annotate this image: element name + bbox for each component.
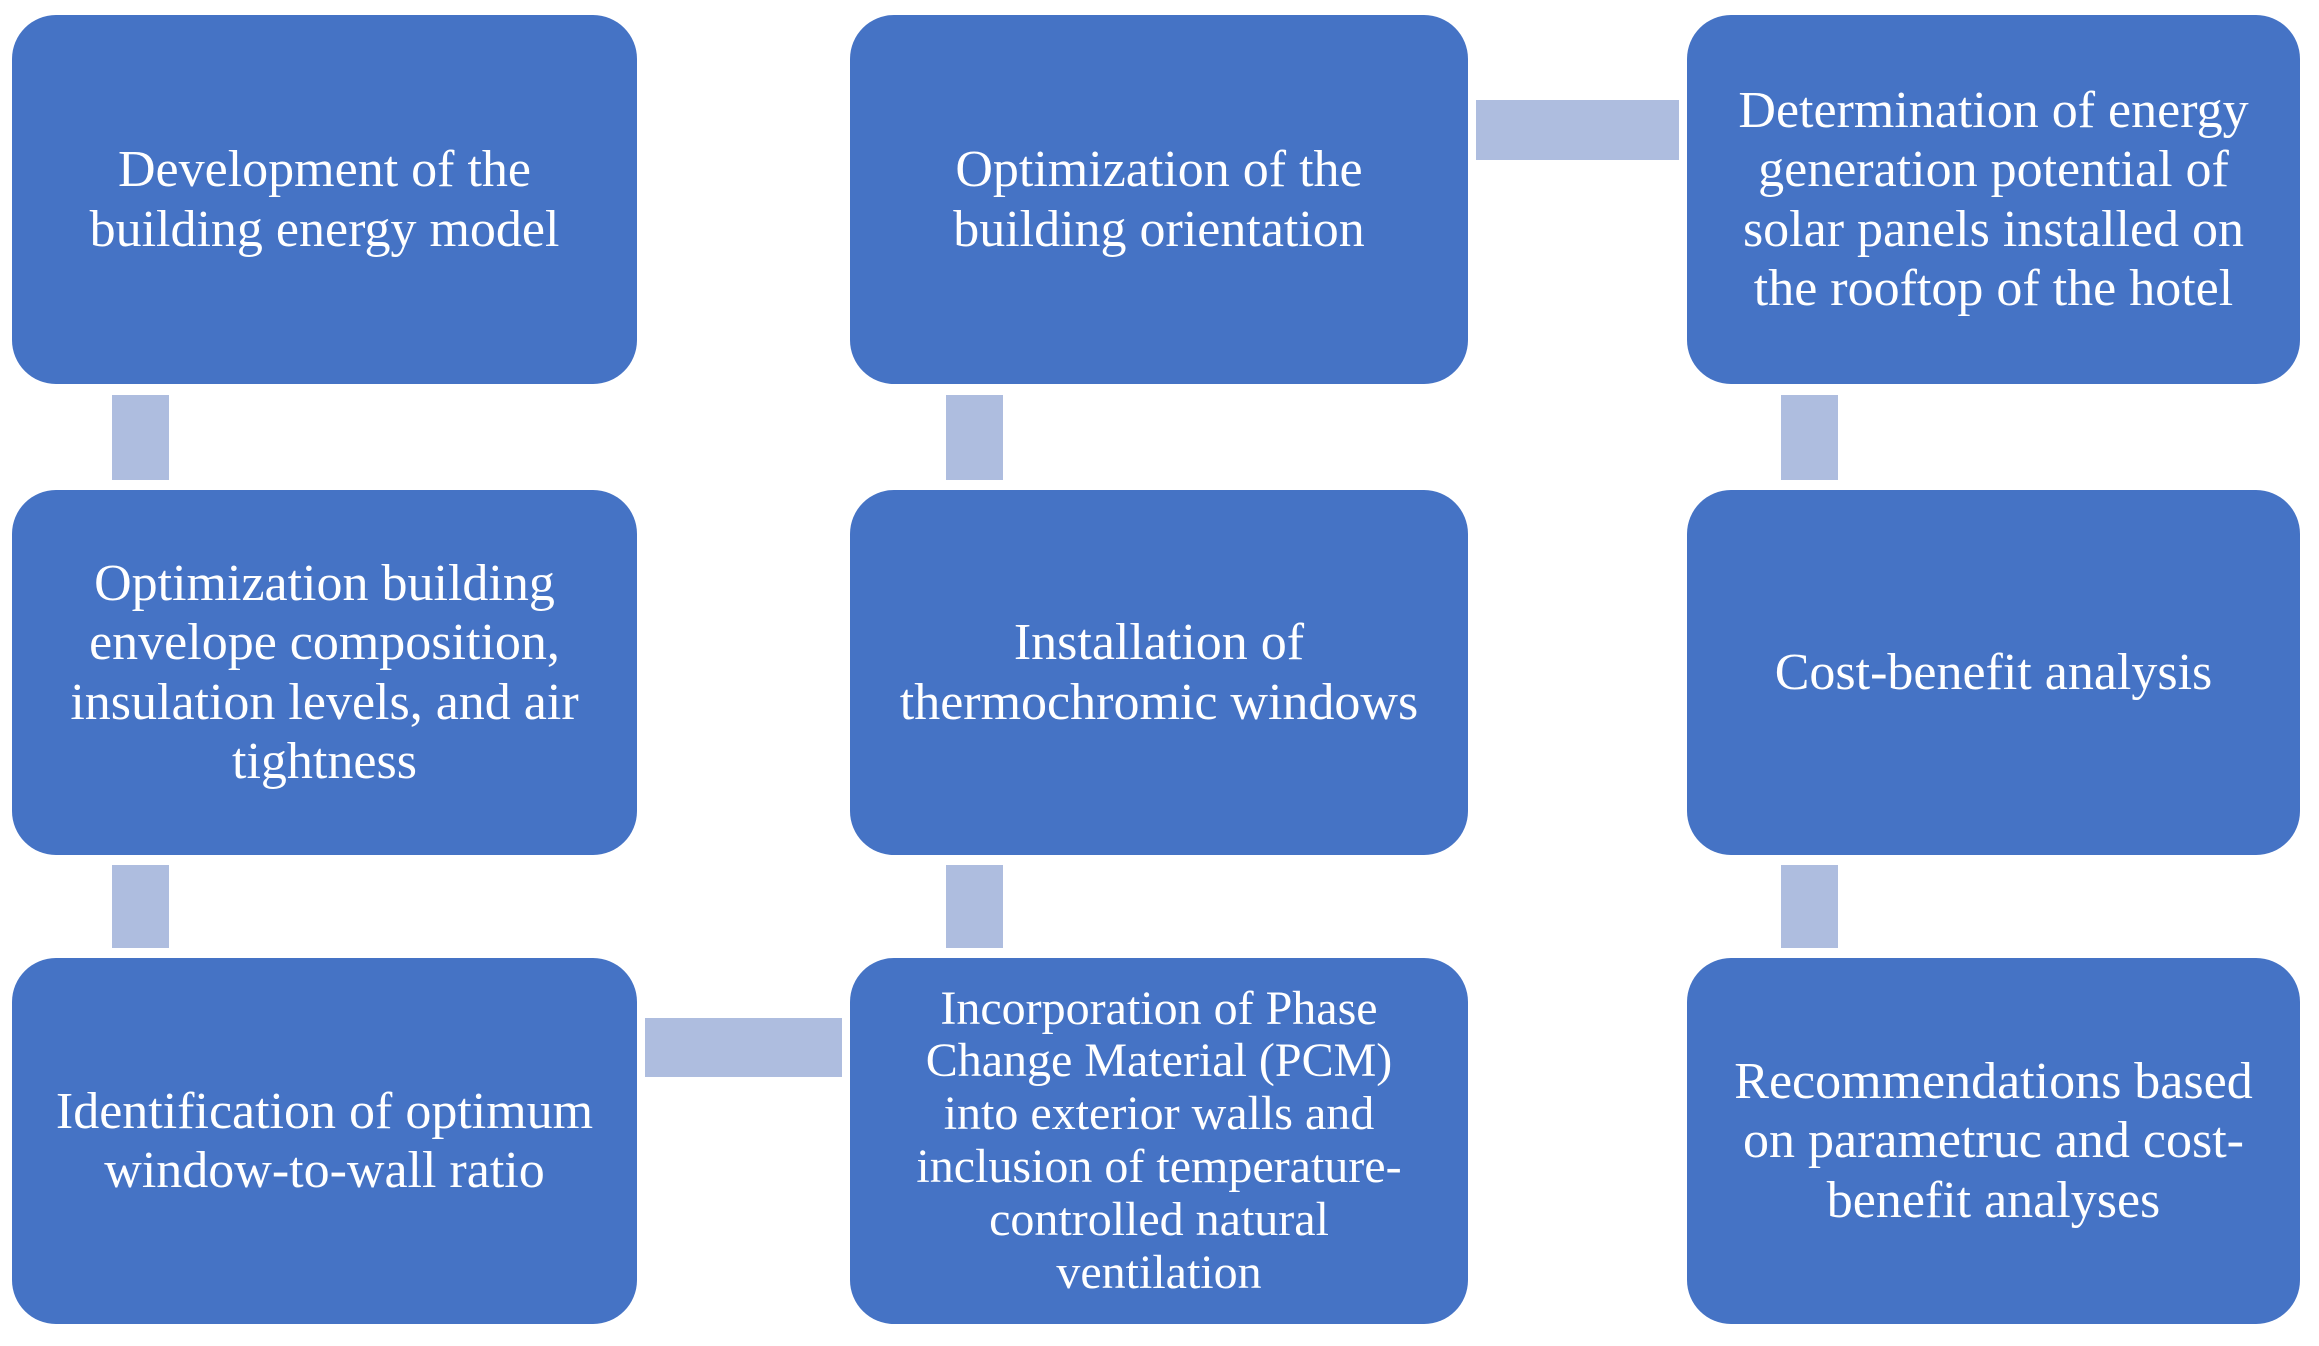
connector-envelope-to-window-ratio [112, 865, 169, 948]
flow-box-label: Recommendations based on parametruc and … [1734, 1053, 2253, 1229]
flow-box-window-wall-ratio: Identification of optimum window-to-wall… [12, 958, 637, 1324]
connector-thermochromic-to-orientation [946, 395, 1003, 480]
flow-box-cost-benefit-analysis: Cost-benefit analysis [1687, 490, 2300, 855]
flow-box-label: Optimization of the building orientation [953, 141, 1365, 258]
connector-cost-benefit-to-recommendations [1781, 865, 1838, 948]
flow-box-label: Optimization building envelope compositi… [70, 554, 579, 790]
flow-box-label: Installation of thermochromic windows [899, 614, 1419, 731]
flow-box-envelope-optimization: Optimization building envelope compositi… [12, 490, 637, 855]
flow-box-recommendations: Recommendations based on parametruc and … [1687, 958, 2300, 1324]
connector-solar-to-cost-benefit [1781, 395, 1838, 480]
connector-development-to-envelope [112, 395, 169, 480]
connector-window-ratio-to-pcm [645, 1018, 842, 1077]
connector-orientation-to-solar [1476, 100, 1679, 160]
flow-box-label: Incorporation of Phase Change Material (… [916, 981, 1402, 1299]
flow-box-building-orientation: Optimization of the building orientation [850, 15, 1468, 384]
flow-box-label: Determination of energy generation poten… [1738, 81, 2249, 317]
connector-pcm-to-thermochromic [946, 865, 1003, 948]
flow-box-pcm-natural-ventilation: Incorporation of Phase Change Material (… [850, 958, 1468, 1324]
flow-box-development-energy-model: Development of the building energy model [12, 15, 637, 384]
flow-box-thermochromic-windows: Installation of thermochromic windows [850, 490, 1468, 855]
flow-box-label: Cost-benefit analysis [1774, 643, 2213, 701]
flow-box-label: Development of the building energy model [89, 141, 560, 258]
flow-box-label: Identification of optimum window-to-wall… [55, 1082, 594, 1199]
flow-box-solar-generation-potential: Determination of energy generation poten… [1687, 15, 2300, 384]
